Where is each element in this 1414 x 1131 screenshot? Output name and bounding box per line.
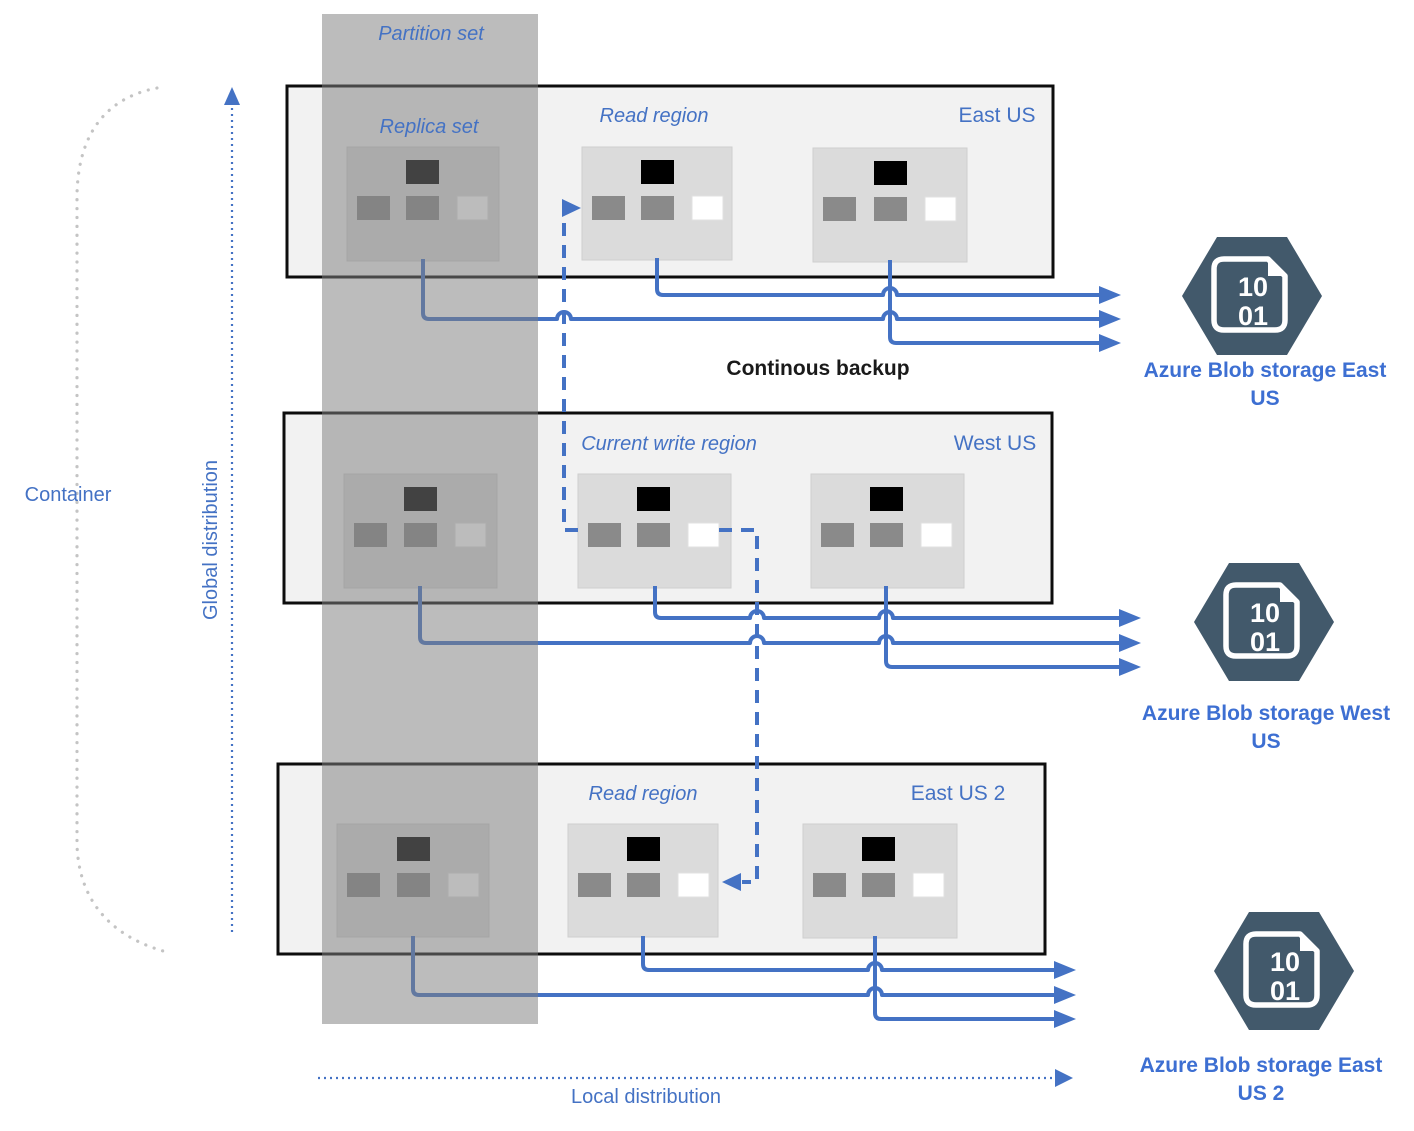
replica-set-cluster bbox=[581, 146, 733, 261]
container-label: Container bbox=[25, 484, 112, 506]
azure-blob-storage-east-us-2: 10 01 Azure Blob storage East US 2 bbox=[1140, 912, 1383, 1105]
arrow-up-icon bbox=[224, 87, 240, 105]
replica-set-cluster bbox=[577, 473, 732, 589]
replication-dashed-to-east-us-2 bbox=[719, 528, 759, 891]
arrow-right-icon bbox=[1099, 310, 1121, 328]
arrow-right-icon bbox=[1099, 286, 1121, 304]
svg-text:10: 10 bbox=[1238, 272, 1268, 302]
region-name-label: East US 2 bbox=[911, 782, 1006, 805]
region-role-label: Read region bbox=[600, 105, 709, 127]
global-distribution-label: Global distribution bbox=[200, 460, 222, 620]
replication-dashed-to-east-us bbox=[562, 199, 581, 532]
local-distribution-axis bbox=[318, 1069, 1073, 1087]
arrow-right-icon bbox=[1054, 1010, 1076, 1028]
storage-label: US bbox=[1250, 387, 1279, 410]
arrow-right-icon bbox=[1054, 986, 1076, 1004]
document-icon: 10 01 bbox=[1211, 256, 1288, 333]
global-distribution-axis bbox=[224, 87, 240, 932]
region-name-label: West US bbox=[954, 432, 1036, 455]
replica-set-cluster bbox=[810, 473, 965, 589]
replica-set-label: Replica set bbox=[380, 116, 480, 138]
arrow-right-icon bbox=[1099, 334, 1121, 352]
arrow-right-icon bbox=[1055, 1069, 1073, 1087]
replica-set-cluster bbox=[812, 147, 968, 263]
arrow-right-icon bbox=[1054, 961, 1076, 979]
document-icon: 10 01 bbox=[1243, 931, 1320, 1008]
svg-text:01: 01 bbox=[1238, 301, 1268, 331]
replica-set-cluster bbox=[567, 823, 719, 938]
azure-blob-storage-east-us: 10 01 Azure Blob storage East US bbox=[1144, 237, 1387, 410]
storage-label: US bbox=[1251, 730, 1280, 753]
partition-set-label: Partition set bbox=[378, 23, 485, 45]
region-role-label: Read region bbox=[589, 783, 698, 805]
storage-label: Azure Blob storage East bbox=[1144, 359, 1387, 382]
region-role-label: Current write region bbox=[581, 433, 757, 455]
arrow-right-icon bbox=[1119, 609, 1141, 627]
partition-set-band bbox=[322, 14, 538, 1024]
svg-text:10: 10 bbox=[1270, 947, 1300, 977]
svg-text:10: 10 bbox=[1250, 598, 1280, 628]
storage-label: US 2 bbox=[1238, 1082, 1285, 1105]
local-distribution-label: Local distribution bbox=[571, 1086, 721, 1108]
backup-arrows-east-us-2 bbox=[411, 936, 1076, 1028]
azure-blob-storage-west-us: 10 01 Azure Blob storage West US bbox=[1142, 563, 1390, 753]
container-arc bbox=[75, 86, 165, 953]
storage-label: Azure Blob storage East bbox=[1140, 1054, 1383, 1077]
document-icon: 10 01 bbox=[1223, 582, 1300, 659]
arrow-right-icon bbox=[1119, 634, 1141, 652]
region-name-label: East US bbox=[958, 104, 1035, 127]
svg-text:01: 01 bbox=[1270, 976, 1300, 1006]
storage-label: Azure Blob storage West bbox=[1142, 702, 1390, 725]
arrow-right-icon bbox=[1119, 658, 1141, 676]
replica-set-cluster bbox=[802, 823, 958, 939]
arrow-left-icon bbox=[722, 873, 741, 891]
continuous-backup-label: Continous backup bbox=[726, 357, 909, 380]
svg-text:01: 01 bbox=[1250, 627, 1280, 657]
arrow-right-icon bbox=[562, 199, 581, 217]
